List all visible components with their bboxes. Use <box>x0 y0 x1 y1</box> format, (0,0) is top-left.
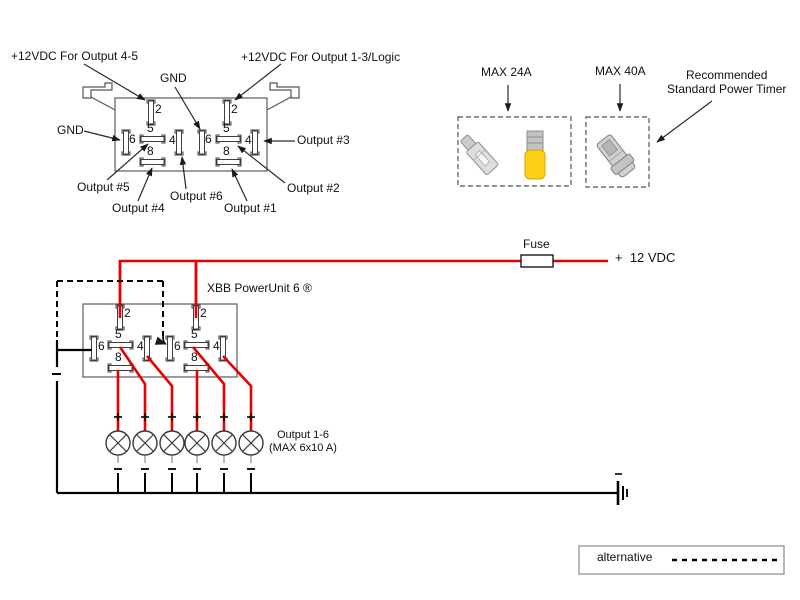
label-output-2: Output #2 <box>287 181 340 195</box>
pin-number-2: 2 <box>231 102 238 116</box>
mount-tab-left <box>82 82 113 99</box>
pin-number-4: 4 <box>245 133 252 147</box>
pin-number-8: 8 <box>115 350 122 364</box>
pin-number-8: 8 <box>191 350 198 364</box>
pin-number-8: 8 <box>223 144 230 158</box>
pin-number-6: 6 <box>174 339 181 353</box>
ground-circuit <box>52 340 618 495</box>
max24-box <box>457 116 572 187</box>
fuse-symbol <box>520 254 554 268</box>
pin-number-2: 2 <box>124 306 131 320</box>
pin-number-6: 6 <box>129 132 136 146</box>
insulated-terminal-icon <box>524 130 546 180</box>
lamp-icon <box>105 413 131 494</box>
pin-number-5: 5 <box>191 327 198 341</box>
label-12vdc-output-4-5: +12VDC For Output 4-5 <box>11 49 139 63</box>
ground-symbol-icon <box>615 473 628 505</box>
pin-number-5: 5 <box>223 121 230 135</box>
legend-alternative-label: alternative <box>597 550 653 564</box>
pin-number-5: 5 <box>147 121 154 135</box>
label-output-range: Output 1-6 <box>277 429 329 441</box>
lamp-icon <box>159 413 185 494</box>
label-gnd-left: GND <box>57 123 84 137</box>
alternative-wiring <box>56 280 168 345</box>
label-arrows <box>83 63 295 202</box>
label-output-5: Output #5 <box>77 180 130 194</box>
pin-number-6: 6 <box>98 339 105 353</box>
pin-number-4: 4 <box>137 339 144 353</box>
pin-number-2: 2 <box>155 102 162 116</box>
label-recommended-2: Standard Power Timer <box>667 82 787 96</box>
lamp-icon <box>184 413 210 494</box>
legend <box>578 545 785 575</box>
label-max24: MAX 24A <box>481 65 532 79</box>
pin-number-6: 6 <box>205 132 212 146</box>
label-output-3: Output #3 <box>297 133 350 147</box>
label-output-4: Output #4 <box>112 201 165 215</box>
pin-number-2: 2 <box>200 306 207 320</box>
label-output-rating: (MAX 6x10 A) <box>269 442 337 454</box>
pin-number-8: 8 <box>147 144 154 158</box>
label-12vdc-output-1-3: +12VDC For Output 1-3/Logic <box>241 50 401 64</box>
pin-number-4: 4 <box>213 339 220 353</box>
label-max40: MAX 40A <box>595 64 646 78</box>
pin-number-5: 5 <box>115 327 122 341</box>
label-output-1: Output #1 <box>224 201 277 215</box>
mount-tab-right <box>269 82 300 99</box>
label-fuse: Fuse <box>523 237 550 251</box>
accessory-terminals <box>457 84 713 188</box>
spade-terminal-icon <box>460 134 499 175</box>
lamp-icon <box>238 413 264 494</box>
top-connector <box>82 63 300 202</box>
pin-number-4: 4 <box>169 133 176 147</box>
label-output-6: Output #6 <box>170 189 223 203</box>
power-timer-terminal-icon <box>596 134 636 178</box>
max40-box <box>585 116 650 188</box>
lamp-icon <box>211 413 237 494</box>
unit-title: XBB PowerUnit 6 ® <box>207 281 312 295</box>
label-gnd-center: GND <box>160 71 187 85</box>
output-lamps <box>105 413 264 494</box>
label-recommended-1: Recommended <box>686 68 768 82</box>
label-supply-12vdc: + 12 VDC <box>615 250 676 265</box>
lamp-icon <box>132 413 158 494</box>
